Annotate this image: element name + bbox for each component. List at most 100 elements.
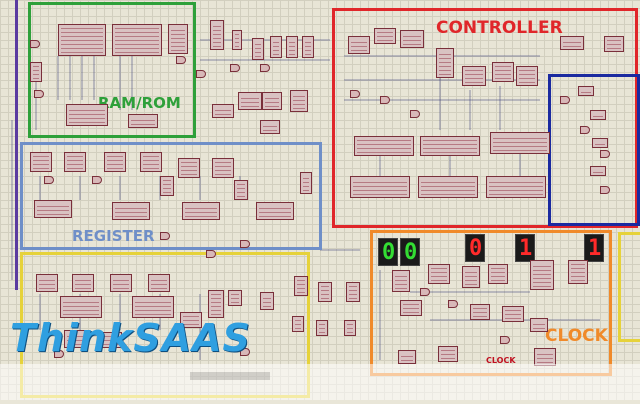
component-chip[interactable]	[208, 290, 224, 318]
component-chip[interactable]	[58, 24, 106, 56]
component-chip[interactable]	[292, 316, 304, 332]
component-chip[interactable]	[438, 346, 458, 362]
logic-gate-icon[interactable]	[380, 96, 390, 104]
component-chip[interactable]	[398, 350, 416, 364]
component-chip[interactable]	[36, 274, 58, 292]
component-chip[interactable]	[66, 104, 108, 126]
component-chip[interactable]	[128, 114, 158, 128]
component-chip[interactable]	[568, 260, 588, 284]
component-chip[interactable]	[30, 62, 42, 82]
logic-gate-icon[interactable]	[196, 70, 206, 78]
logic-gate-icon[interactable]	[176, 56, 186, 64]
component-chip[interactable]	[420, 136, 480, 156]
logic-gate-icon[interactable]	[260, 64, 270, 72]
component-chip[interactable]	[300, 172, 312, 194]
component-chip[interactable]	[30, 152, 52, 172]
component-chip[interactable]	[534, 348, 556, 366]
component-chip[interactable]	[212, 104, 234, 118]
component-chip[interactable]	[182, 202, 220, 220]
component-chip[interactable]	[210, 20, 224, 50]
logic-gate-icon[interactable]	[206, 250, 216, 258]
logic-gate-icon[interactable]	[420, 288, 430, 296]
component-chip[interactable]	[132, 296, 174, 318]
component-chip[interactable]	[318, 282, 332, 302]
logic-gate-icon[interactable]	[44, 176, 54, 184]
component-chip[interactable]	[530, 260, 554, 290]
component-chip[interactable]	[286, 36, 298, 58]
component-chip[interactable]	[232, 30, 242, 50]
component-chip[interactable]	[180, 312, 202, 328]
component-chip[interactable]	[64, 330, 88, 348]
component-chip[interactable]	[212, 158, 234, 178]
logic-gate-icon[interactable]	[410, 110, 420, 118]
component-chip[interactable]	[256, 202, 294, 220]
component-chip[interactable]	[100, 332, 122, 348]
component-chip[interactable]	[260, 292, 274, 310]
component-chip[interactable]	[516, 66, 538, 86]
logic-gate-icon[interactable]	[560, 96, 570, 104]
component-chip[interactable]	[436, 48, 454, 78]
component-chip[interactable]	[578, 86, 594, 96]
component-chip[interactable]	[400, 300, 422, 316]
logic-gate-icon[interactable]	[500, 336, 510, 344]
component-chip[interactable]	[252, 38, 264, 60]
component-chip[interactable]	[462, 266, 480, 288]
component-chip[interactable]	[316, 320, 328, 336]
logic-gate-icon[interactable]	[350, 90, 360, 98]
component-chip[interactable]	[400, 30, 424, 48]
component-chip[interactable]	[112, 202, 150, 220]
component-chip[interactable]	[270, 36, 282, 58]
logic-gate-icon[interactable]	[240, 348, 250, 356]
logic-gate-icon[interactable]	[600, 186, 610, 194]
component-chip[interactable]	[64, 152, 86, 172]
component-chip[interactable]	[502, 306, 524, 322]
component-chip[interactable]	[354, 136, 414, 156]
component-chip[interactable]	[140, 152, 162, 172]
component-chip[interactable]	[178, 158, 200, 178]
component-chip[interactable]	[418, 176, 478, 198]
component-chip[interactable]	[346, 282, 360, 302]
component-chip[interactable]	[160, 176, 174, 196]
component-chip[interactable]	[488, 264, 508, 284]
component-chip[interactable]	[592, 138, 608, 148]
component-chip[interactable]	[560, 36, 584, 50]
logic-gate-icon[interactable]	[160, 232, 170, 240]
component-chip[interactable]	[112, 24, 162, 56]
component-chip[interactable]	[604, 36, 624, 52]
component-chip[interactable]	[294, 276, 308, 296]
component-chip[interactable]	[492, 62, 514, 82]
logic-gate-icon[interactable]	[34, 90, 44, 98]
logic-gate-icon[interactable]	[600, 150, 610, 158]
component-chip[interactable]	[262, 92, 282, 110]
component-chip[interactable]	[590, 110, 606, 120]
component-chip[interactable]	[590, 166, 606, 176]
component-chip[interactable]	[490, 132, 550, 154]
logic-gate-icon[interactable]	[240, 240, 250, 248]
component-chip[interactable]	[470, 304, 490, 320]
component-chip[interactable]	[348, 36, 370, 54]
component-chip[interactable]	[350, 176, 410, 198]
component-chip[interactable]	[34, 200, 72, 218]
logic-gate-icon[interactable]	[448, 300, 458, 308]
logic-gate-icon[interactable]	[54, 350, 64, 358]
component-chip[interactable]	[392, 270, 410, 292]
logic-gate-icon[interactable]	[30, 40, 40, 48]
component-chip[interactable]	[344, 320, 356, 336]
component-chip[interactable]	[290, 90, 308, 112]
component-chip[interactable]	[148, 274, 170, 292]
component-chip[interactable]	[302, 36, 314, 58]
component-chip[interactable]	[374, 28, 396, 44]
component-chip[interactable]	[168, 24, 188, 54]
component-chip[interactable]	[486, 176, 546, 198]
component-chip[interactable]	[110, 274, 132, 292]
component-chip[interactable]	[260, 120, 280, 134]
component-chip[interactable]	[428, 264, 450, 284]
component-chip[interactable]	[530, 318, 548, 332]
component-chip[interactable]	[72, 274, 94, 292]
component-chip[interactable]	[462, 66, 486, 86]
component-chip[interactable]	[60, 296, 102, 318]
component-chip[interactable]	[234, 180, 248, 200]
component-chip[interactable]	[228, 290, 242, 306]
component-chip[interactable]	[238, 92, 262, 110]
logic-gate-icon[interactable]	[92, 176, 102, 184]
